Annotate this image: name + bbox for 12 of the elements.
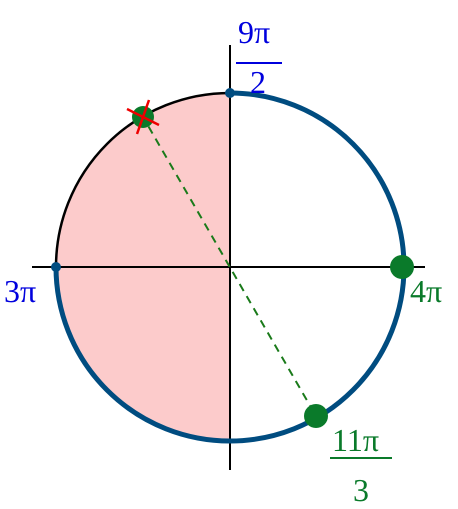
point-marker [126, 100, 160, 134]
angle-label: 4π [410, 275, 442, 307]
angle-label: 11π [332, 424, 379, 456]
point-marker [51, 262, 61, 272]
angle-label: 3π [4, 275, 36, 307]
angle-label: 2 [250, 66, 266, 98]
point-marker [390, 255, 414, 279]
angle-label: 3 [353, 474, 369, 506]
dashed-line [148, 126, 311, 406]
point-marker [225, 88, 235, 98]
angle-label: 9π [238, 16, 270, 48]
point-marker [304, 404, 328, 428]
